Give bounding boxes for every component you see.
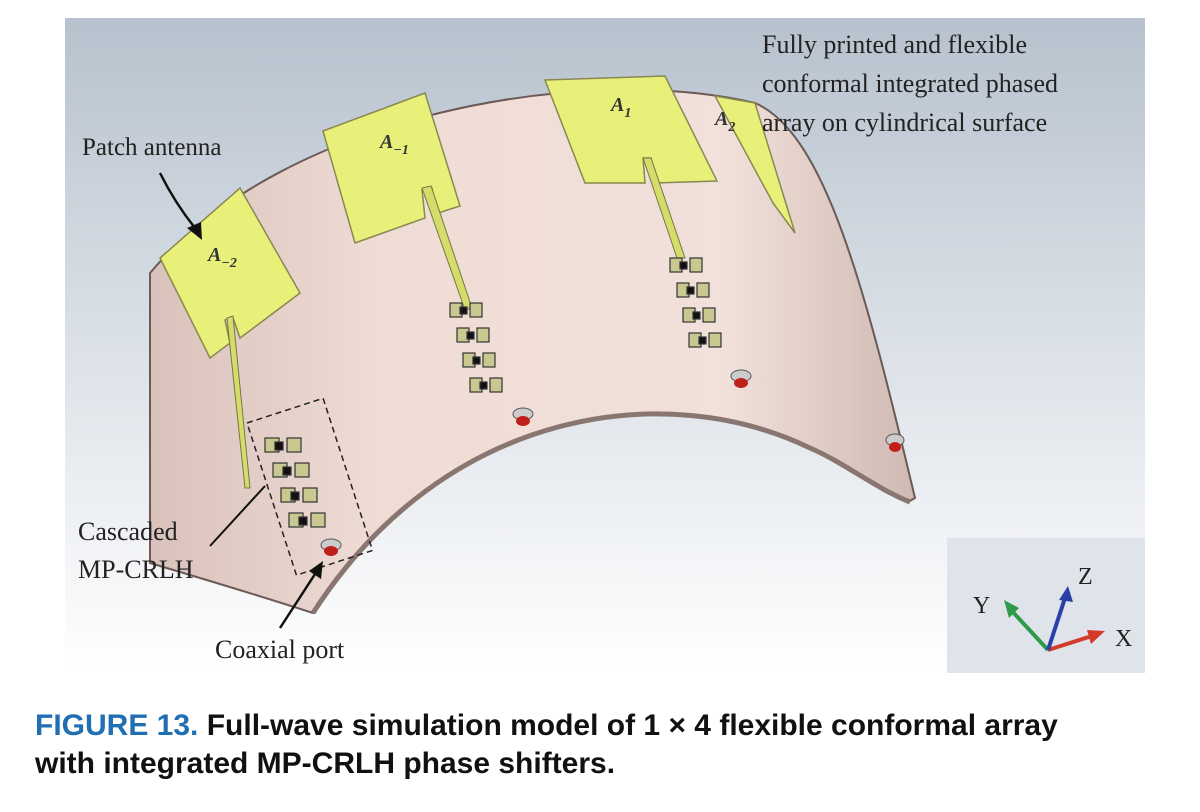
z-axis-arrowhead [1059, 586, 1073, 602]
caption-text-1: Full-wave simulation model of 1 × 4 flex… [206, 709, 1058, 742]
y-axis-label: Y [973, 593, 990, 619]
array-description-line2: conformal integrated phased [762, 69, 1058, 98]
figure-number: FIGURE 13. [35, 709, 199, 742]
z-axis-label: Z [1078, 564, 1093, 590]
cascaded-label-line2: MP-CRLH [78, 555, 194, 584]
caption-line-2: with integrated MP-CRLH phase shifters. [35, 747, 616, 780]
antenna-label-a-1: A1 [609, 94, 631, 121]
patch-antenna-a-1 [543, 75, 719, 259]
phase-shifter-a-1 [669, 257, 722, 348]
x-axis-label: X [1115, 626, 1132, 652]
coaxial-port-arrow [278, 570, 319, 629]
coaxial-port-3 [730, 369, 752, 388]
coaxial-port-label: Coaxial port [215, 635, 345, 664]
patch-antenna-arrow [158, 172, 196, 229]
z-axis-arrow [1046, 597, 1067, 651]
substrate-bottom-edge [310, 411, 911, 615]
phase-shifter-a-minus-1 [449, 302, 503, 393]
array-description-line1: Fully printed and flexible [762, 30, 1027, 59]
coordinate-axes: X Y Z [947, 538, 1145, 673]
figure-drawing: A−2 A−1 A1 A2 Patch antenna Fully printe… [65, 18, 1145, 673]
x-axis-arrow [1047, 633, 1096, 652]
caption-line-1: FIGURE 13. Full-wave simulation model of… [35, 707, 1175, 745]
patch-antenna-a-minus-1 [322, 92, 473, 311]
phase-shifter-a-minus-2 [264, 437, 326, 528]
coaxial-port-4 [885, 433, 905, 452]
coaxial-port-1 [320, 538, 342, 556]
y-axis-arrowhead [1004, 600, 1019, 618]
antenna-label-a-minus-1: A−1 [378, 131, 409, 158]
figure-caption: FIGURE 13. Full-wave simulation model of… [35, 707, 1175, 783]
array-description-line3: array on cylindrical surface [762, 108, 1047, 137]
cascaded-pointer-line [209, 485, 266, 547]
simulation-model-figure: A−2 A−1 A1 A2 Patch antenna Fully printe… [65, 18, 1145, 673]
patch-antenna-label: Patch antenna [82, 134, 222, 161]
patch-antenna-arrowhead [187, 222, 202, 240]
coaxial-port-arrowhead [309, 561, 323, 579]
antenna-label-a-2: A2 [713, 108, 735, 135]
x-axis-arrowhead [1087, 630, 1105, 644]
y-axis-arrow [1009, 608, 1050, 652]
antenna-label-a-minus-2: A−2 [206, 244, 237, 271]
cascaded-label-line1: Cascaded [78, 517, 178, 546]
coaxial-port-2 [512, 407, 534, 426]
patch-antenna-a-2 [713, 94, 796, 234]
